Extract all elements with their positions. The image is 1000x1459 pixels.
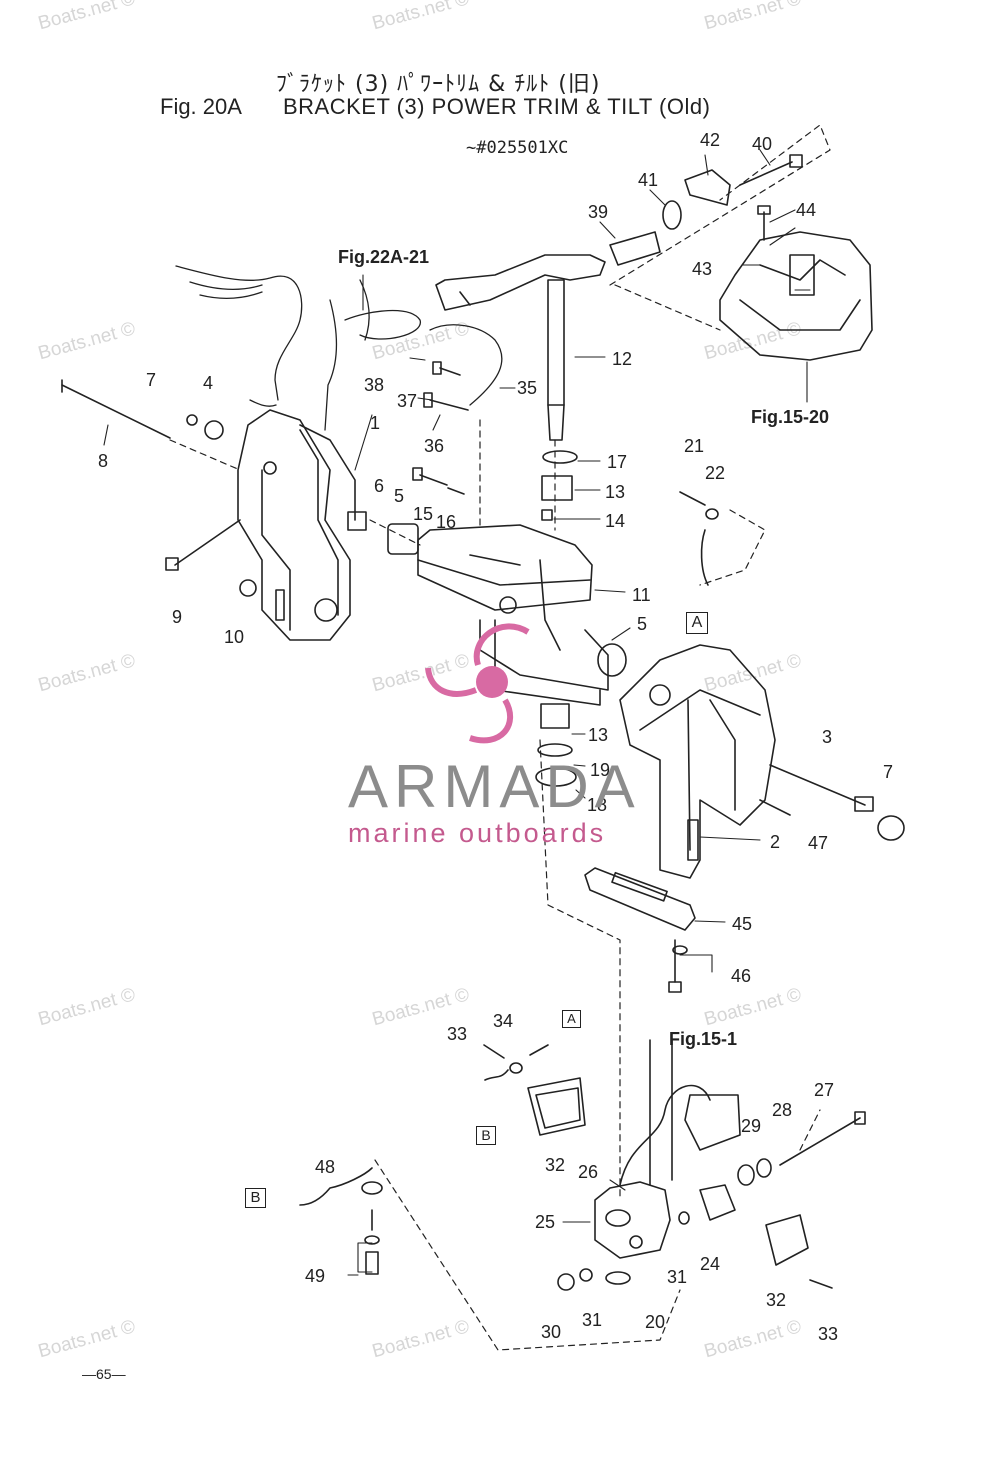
armada-logo-mark (425, 623, 530, 744)
part-callout-33[interactable]: 33 (818, 1324, 839, 1344)
part-callout-26[interactable]: 26 (578, 1162, 599, 1182)
part-callout-32[interactable]: 32 (545, 1155, 566, 1175)
part-callout-31[interactable]: 31 (582, 1310, 603, 1330)
part-callout-44[interactable]: 44 (796, 200, 817, 220)
title-japanese: ﾌﾞﾗｹｯﾄ (3) ﾊﾟﾜｰﾄﾘﾑ & ﾁﾙﾄ (旧) (276, 72, 601, 97)
part-callout-6[interactable]: 6 (374, 476, 385, 496)
part-callout-41[interactable]: 41 (638, 170, 659, 190)
steering-arm (435, 254, 606, 441)
brand-name: ARMADA (348, 753, 641, 820)
stern-plate (719, 231, 873, 361)
part-callout-39[interactable]: 39 (588, 202, 609, 222)
swivel-bracket (417, 524, 609, 706)
wiring (175, 265, 503, 431)
part-callout-10[interactable]: 10 (224, 627, 245, 647)
assembly-lines (169, 124, 831, 1351)
part-callout-16[interactable]: 16 (436, 512, 457, 532)
part-callout-32[interactable]: 32 (766, 1290, 787, 1310)
hardware (61, 154, 905, 1291)
part-callout-45[interactable]: 45 (732, 914, 753, 934)
part-callout-9[interactable]: 9 (172, 607, 183, 627)
part-callout-43[interactable]: 43 (692, 259, 713, 279)
part-callout-5[interactable]: 5 (637, 614, 648, 634)
leader-lines (103, 149, 811, 1276)
part-callout-13[interactable]: 13 (588, 725, 609, 745)
part-callout-35[interactable]: 35 (517, 378, 538, 398)
part-callout-19[interactable]: 19 (590, 760, 611, 780)
connector-b: B (476, 1126, 496, 1145)
part-callout-24[interactable]: 24 (700, 1254, 721, 1274)
connector-b: B (245, 1188, 266, 1208)
part-callout-42[interactable]: 42 (700, 130, 721, 150)
part-callout-2[interactable]: 2 (770, 832, 781, 852)
part-callout-21[interactable]: 21 (684, 436, 705, 456)
part-callout-14[interactable]: 14 (605, 511, 626, 531)
part-callout-40[interactable]: 40 (752, 134, 773, 154)
trim-tilt-unit (594, 1039, 741, 1259)
title-english: BRACKET (3) POWER TRIM & TILT (Old) (283, 94, 711, 119)
figure-number: Fig. 20A (160, 94, 242, 119)
part-callout-33[interactable]: 33 (447, 1024, 468, 1044)
part-callout-46[interactable]: 46 (731, 966, 752, 986)
part-callout-20[interactable]: 20 (645, 1312, 666, 1332)
part-callout-29[interactable]: 29 (741, 1116, 762, 1136)
part-callout-22[interactable]: 22 (705, 463, 726, 483)
part-callout-4[interactable]: 4 (203, 373, 214, 393)
part-callout-38[interactable]: 38 (364, 375, 385, 395)
ref-fig22[interactable]: Fig.22A-21 (338, 247, 430, 267)
part-callout-1[interactable]: 1 (370, 413, 381, 433)
part-callout-17[interactable]: 17 (607, 452, 628, 472)
part-callout-15[interactable]: 15 (413, 504, 434, 524)
serial-range: ~#025501XC (466, 138, 569, 158)
part-callout-13[interactable]: 13 (605, 482, 626, 502)
brand-tagline: marine outboards (348, 818, 607, 848)
part-callout-18[interactable]: 18 (587, 795, 608, 815)
clamp-bracket-right (619, 644, 776, 879)
part-callout-7[interactable]: 7 (883, 762, 894, 782)
part-callout-28[interactable]: 28 (772, 1100, 793, 1120)
part-callout-37[interactable]: 37 (397, 391, 418, 411)
part-callout-34[interactable]: 34 (493, 1011, 514, 1031)
clamp-bracket-left (237, 409, 356, 641)
part-callout-31[interactable]: 31 (667, 1267, 688, 1287)
ref-fig151[interactable]: Fig.15-1 (669, 1029, 738, 1049)
part-callout-11[interactable]: 11 (632, 585, 651, 605)
part-callout-27[interactable]: 27 (814, 1080, 835, 1100)
part-callout-7[interactable]: 7 (146, 370, 157, 390)
part-callout-5[interactable]: 5 (394, 486, 405, 506)
part-callout-8[interactable]: 8 (98, 451, 109, 471)
connector-a: A (686, 612, 708, 634)
part-callout-3[interactable]: 3 (822, 727, 833, 747)
connector-a: A (562, 1010, 581, 1028)
ref-fig1520[interactable]: Fig.15-20 (751, 407, 830, 427)
page-number: —65— (82, 1366, 126, 1382)
part-callout-30[interactable]: 30 (541, 1322, 562, 1342)
tilt-stopper (584, 867, 696, 931)
part-callout-49[interactable]: 49 (305, 1266, 326, 1286)
part-callout-12[interactable]: 12 (612, 349, 633, 369)
part-callout-48[interactable]: 48 (315, 1157, 336, 1177)
part-callout-25[interactable]: 25 (535, 1212, 556, 1232)
part-callout-47[interactable]: 47 (808, 833, 829, 853)
part-callout-36[interactable]: 36 (424, 436, 445, 456)
